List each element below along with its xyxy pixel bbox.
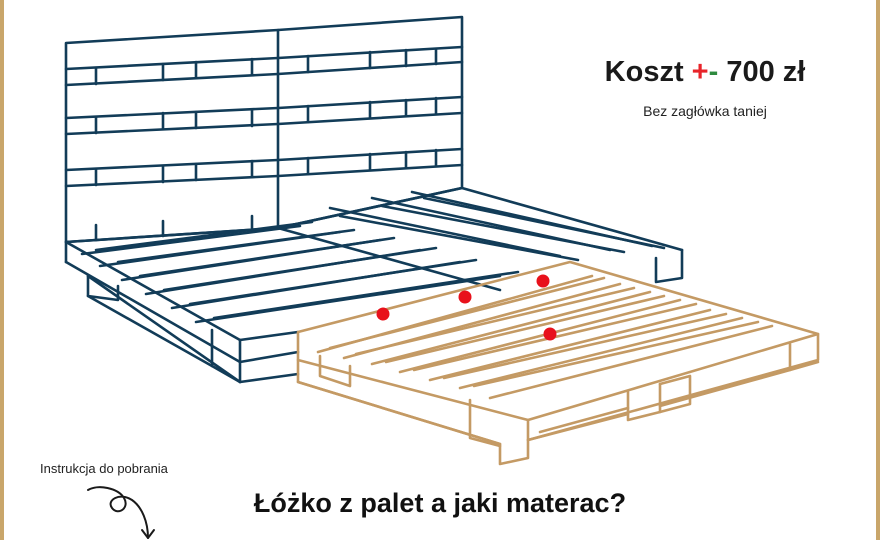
curly-arrow-down-icon: [87, 486, 155, 539]
marker-dot-1: [376, 307, 390, 321]
frame-right-edge: [876, 0, 880, 540]
frame-left-edge: [0, 0, 4, 540]
headboard-right-pallet: [276, 15, 464, 230]
headboard-left-pallet: [64, 28, 280, 244]
cost-plus-sign: +: [691, 56, 709, 88]
wooden-pallet: [296, 260, 820, 466]
marker-dot-2: [458, 290, 472, 304]
cost-note: Bez zagłówka taniej: [643, 103, 767, 119]
red-markers: [376, 274, 557, 341]
base-navy-pallets: [64, 186, 684, 384]
cost-title: Koszt +- 700 zł: [560, 56, 850, 89]
cost-prefix: Koszt: [604, 56, 692, 88]
download-instructions-label[interactable]: Instrukcja do pobrania: [40, 461, 168, 476]
headline: Łóżko z palet a jaki materac?: [253, 488, 627, 518]
marker-dot-4: [543, 327, 557, 341]
marker-dot-3: [536, 274, 550, 288]
cost-minus-sign: -: [708, 56, 719, 88]
cost-amount: 700 zł: [718, 56, 806, 88]
